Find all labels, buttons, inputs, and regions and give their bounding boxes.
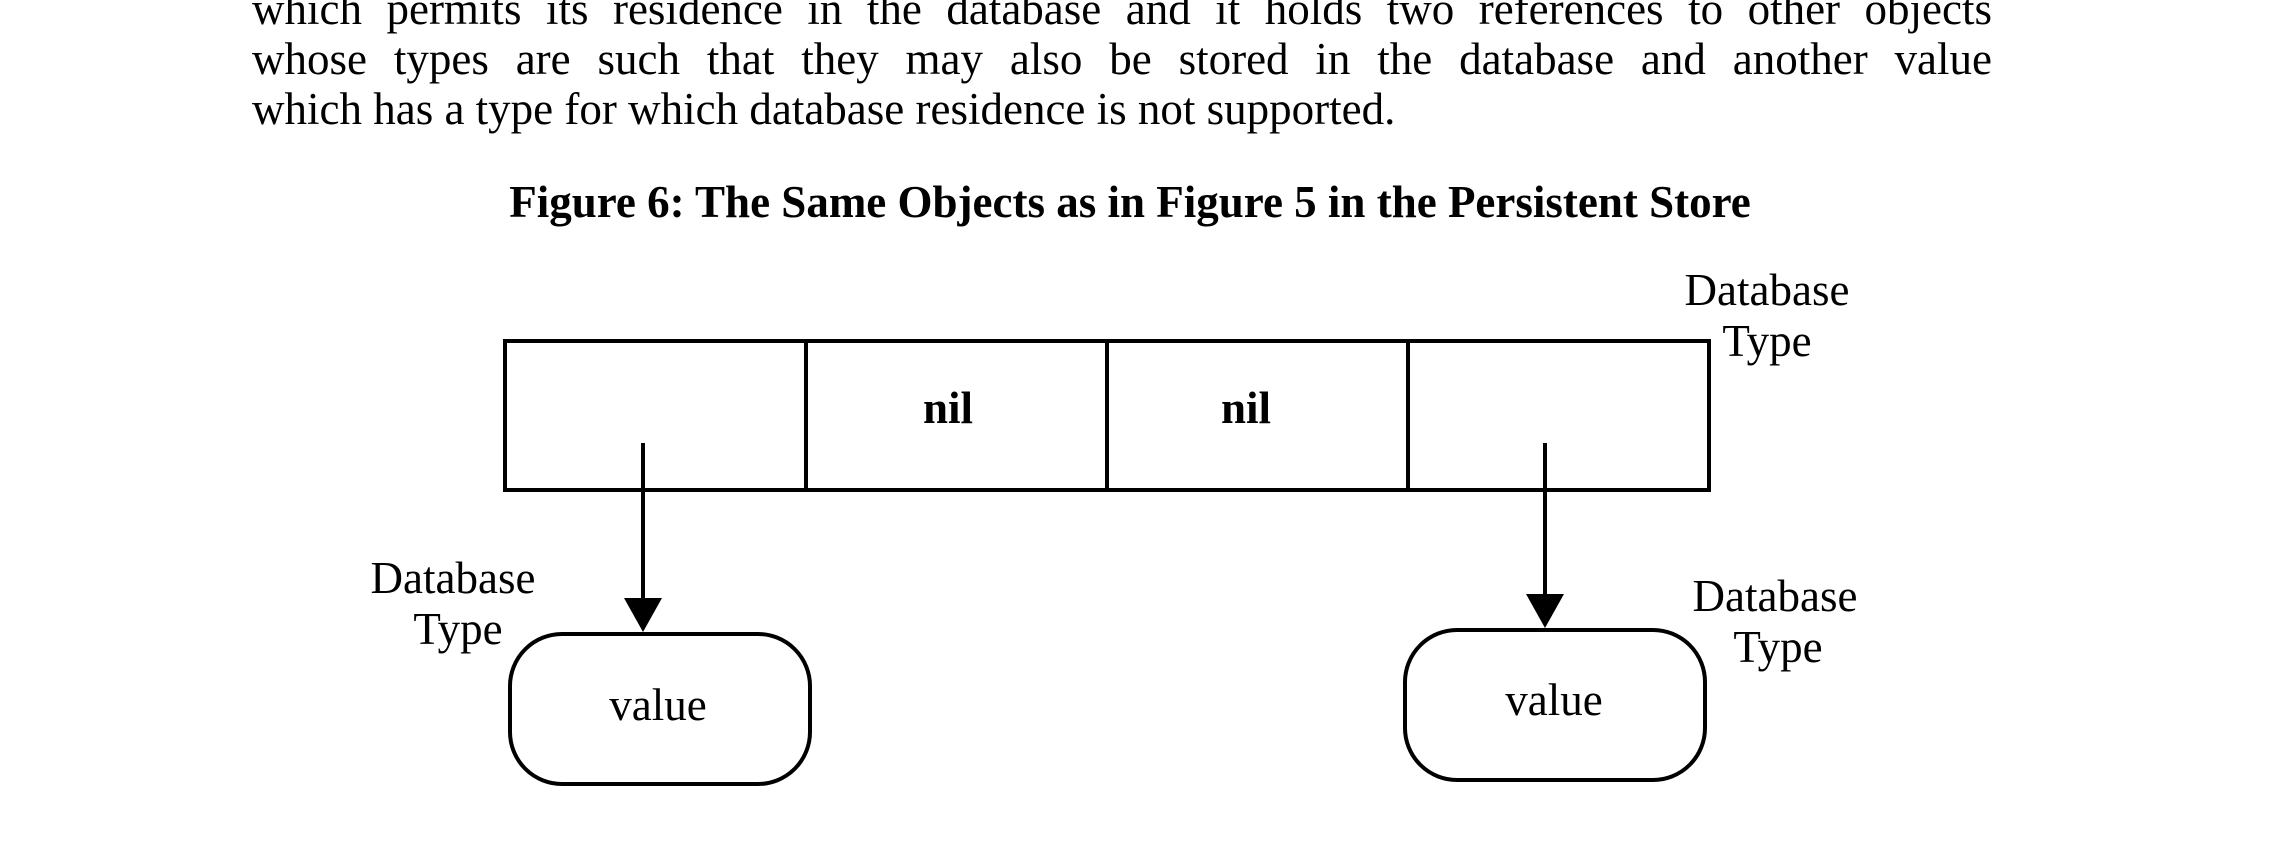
record-cell-3: nil (1221, 383, 1271, 433)
left-value-label: value (609, 680, 706, 730)
paragraph-line: which permits its residence in the datab… (252, 0, 1992, 34)
paragraph-line: which has a type for which database resi… (252, 84, 1396, 134)
right-reference-arrow (1526, 443, 1564, 628)
figure-caption: Figure 6: The Same Objects as in Figure … (509, 177, 1751, 227)
right-value-object: value (1403, 628, 1707, 782)
left-value-object: value (508, 632, 812, 786)
right-value-box (1403, 628, 1707, 782)
record-type-label-line1: Database (1685, 265, 1850, 315)
left-value-box (508, 632, 812, 786)
right-type-label-line2: Type (1733, 622, 1822, 672)
body-paragraph: which permits its residence in the datab… (252, 0, 1992, 134)
left-type-label-line2: Type (413, 604, 502, 654)
record-type-label-line2: Type (1722, 316, 1811, 366)
paragraph-line: whose types are such that they may also … (252, 34, 1992, 84)
left-type-label-line1: Database (371, 553, 536, 603)
record-box: nil nil (503, 339, 1711, 492)
record-cell-2: nil (923, 383, 973, 433)
left-reference-arrow (624, 443, 662, 632)
right-value-label: value (1505, 675, 1602, 725)
right-type-label-line1: Database (1693, 571, 1858, 621)
